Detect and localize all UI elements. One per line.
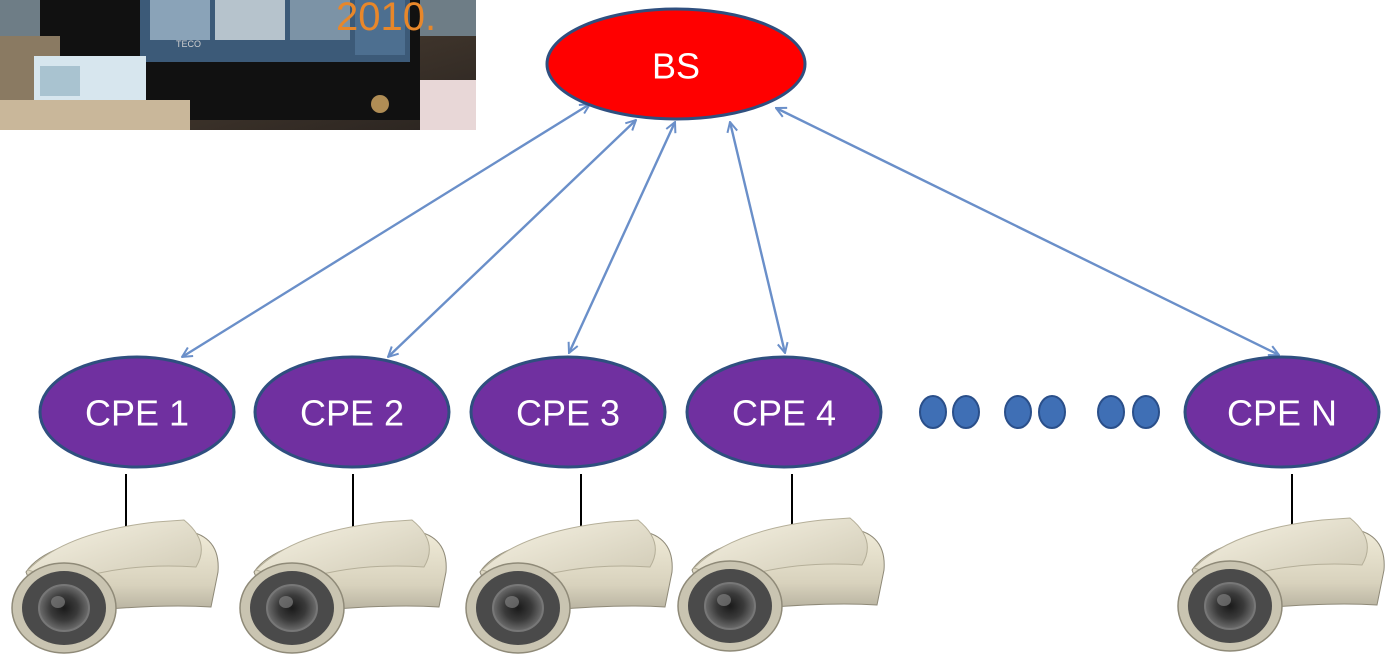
- cpe-label: CPE 1: [85, 393, 189, 434]
- bs-label: BS: [652, 46, 700, 87]
- cpe-label: CPE 4: [732, 393, 836, 434]
- security-camera-icon: [11, 519, 219, 654]
- security-camera-icon: [465, 519, 673, 654]
- cpe-node: CPE N: [1183, 355, 1381, 469]
- cpe-node: CPE 1: [38, 355, 236, 469]
- ellipsis-dot: [1004, 395, 1032, 429]
- inset-photo: TECO 2010.: [0, 0, 476, 130]
- link-bs-cpe-2: [388, 120, 636, 357]
- cpe-label: CPE 3: [516, 393, 620, 434]
- cpe-label: CPE N: [1227, 393, 1337, 434]
- cpe-label: CPE 2: [300, 393, 404, 434]
- cpe-node: CPE 3: [469, 355, 667, 469]
- security-camera-icon: [677, 517, 885, 652]
- ellipsis-dot: [1132, 395, 1160, 429]
- ellipsis-dot: [919, 395, 947, 429]
- link-bs-cpe-4: [730, 122, 785, 353]
- security-camera-icon: [1177, 517, 1385, 652]
- link-bs-cpe-3: [569, 122, 675, 353]
- photo-overlay-text: 2010.: [336, 0, 436, 39]
- camera-connectors: [125, 474, 1293, 532]
- cpe-node: CPE 2: [253, 355, 451, 469]
- links: [182, 104, 1279, 357]
- link-bs-cpe-n: [776, 108, 1279, 355]
- link-bs-cpe-1: [182, 104, 590, 357]
- ellipsis-dots: [919, 395, 1160, 429]
- ellipsis-dot: [1097, 395, 1125, 429]
- ellipsis-dot: [1038, 395, 1066, 429]
- security-camera-icon: [239, 519, 447, 654]
- ellipsis-dot: [952, 395, 980, 429]
- bs-node: BS: [545, 7, 807, 121]
- monitor-brand: TECO: [176, 39, 201, 49]
- cpe-node: CPE 4: [685, 355, 883, 469]
